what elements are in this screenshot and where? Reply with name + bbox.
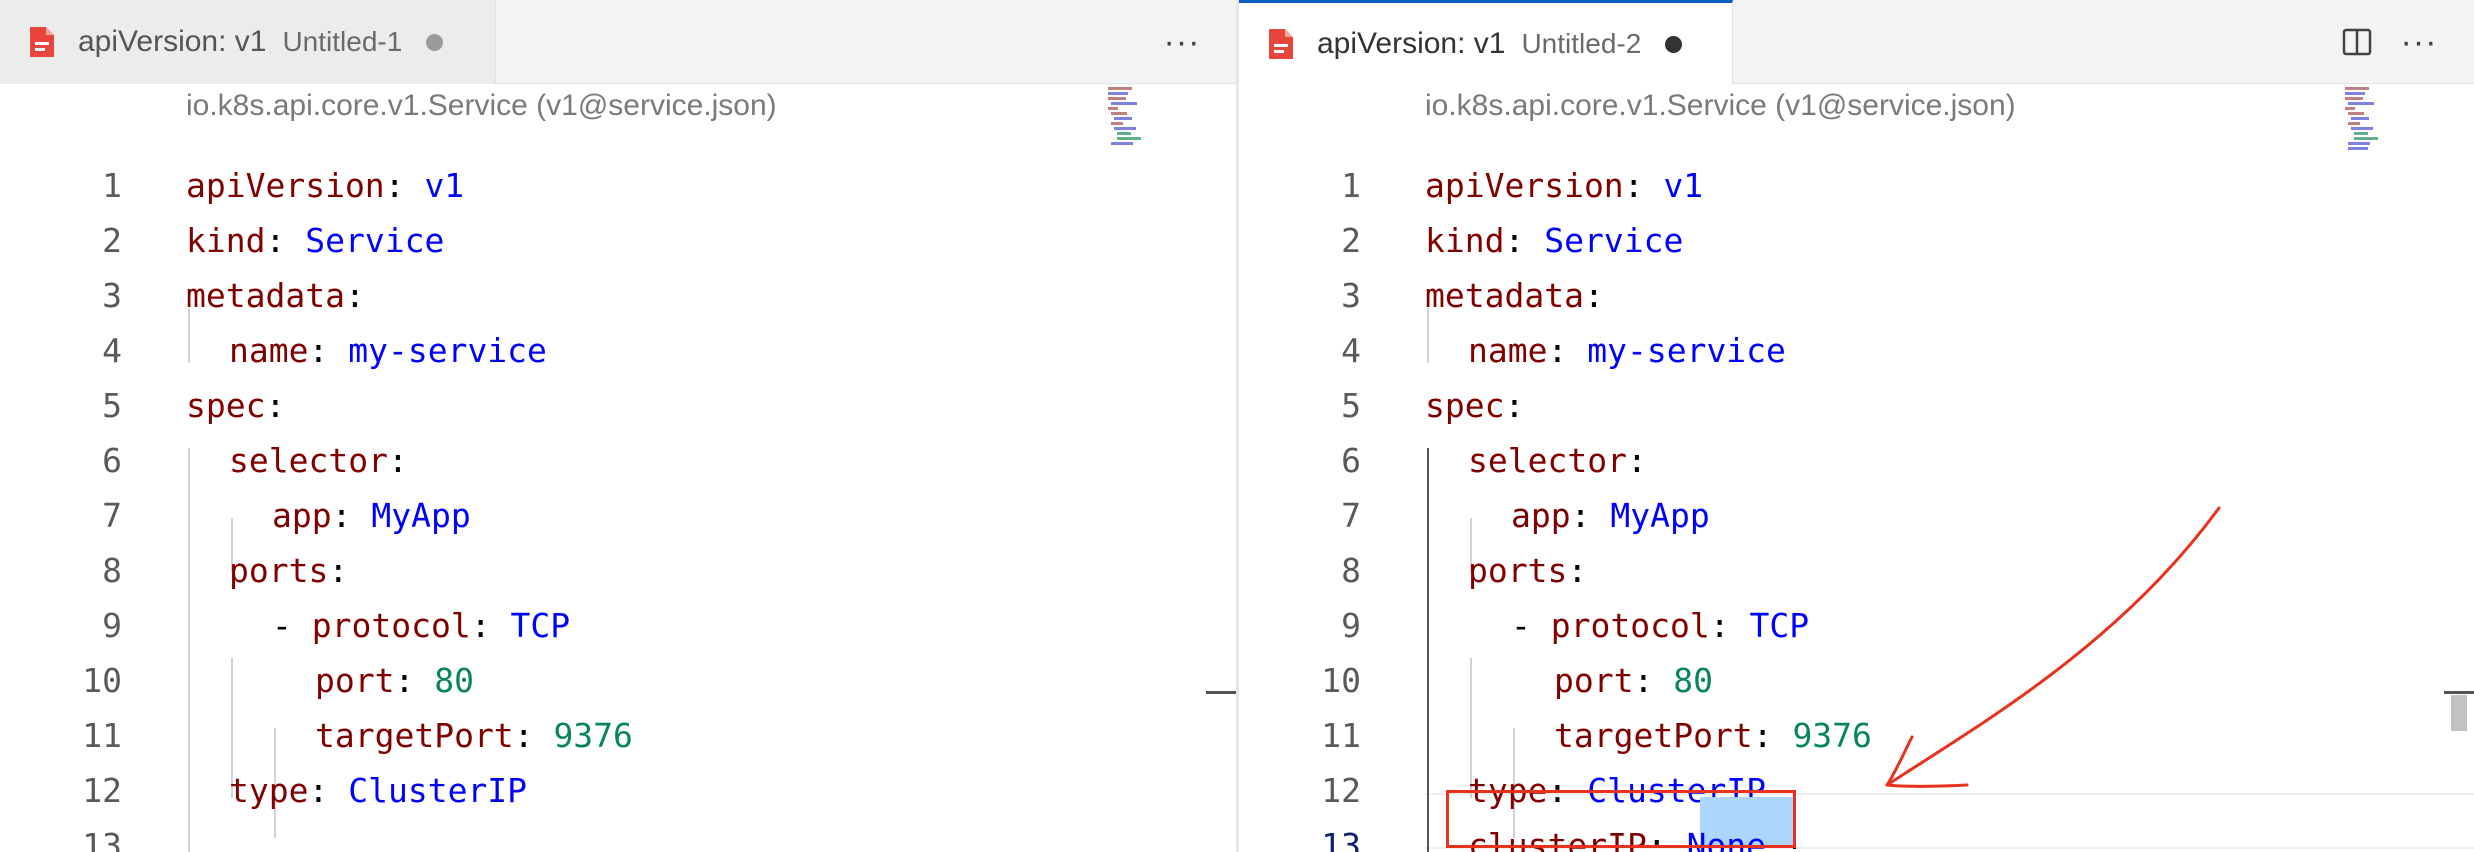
yaml-file-icon	[30, 27, 54, 57]
indent-guide	[231, 658, 233, 798]
indent-guide	[274, 728, 276, 838]
unsaved-dot-icon[interactable]	[1665, 35, 1683, 53]
current-line-highlight	[1425, 793, 2474, 849]
tab-untitled-2[interactable]: apiVersion: v1 Untitled-2	[1239, 0, 1733, 85]
schema-breadcrumb[interactable]: io.k8s.api.core.v1.Service (v1@service.j…	[186, 89, 777, 122]
schema-breadcrumb[interactable]: io.k8s.api.core.v1.Service (v1@service.j…	[1425, 89, 2016, 122]
tab-bar: apiVersion: v1 Untitled-1 ···	[0, 0, 1236, 84]
split-editor-icon[interactable]	[2335, 20, 2379, 64]
unsaved-dot-icon[interactable]	[426, 33, 444, 51]
editor-pane-right: apiVersion: v1 Untitled-2 ··· io.k8s.api…	[1239, 0, 2474, 852]
indent-guide	[1427, 308, 1429, 363]
annotation-highlight-box	[1446, 790, 1796, 848]
indent-guide	[188, 448, 190, 852]
yaml-file-icon	[1269, 29, 1293, 59]
tab-description: Untitled-1	[282, 26, 403, 57]
code-editor-right[interactable]: io.k8s.api.core.v1.Service (v1@service.j…	[1239, 85, 2474, 852]
more-actions-icon[interactable]: ···	[2400, 22, 2438, 61]
tab-untitled-1[interactable]: apiVersion: v1 Untitled-1	[0, 0, 496, 84]
indent-guide	[188, 308, 190, 363]
code-line[interactable]: 9- protocol: TCP	[1341, 606, 1810, 645]
indent-guide	[231, 518, 233, 573]
tab-title: apiVersion: v1	[1317, 27, 1506, 60]
active-indent-guide	[1427, 448, 1429, 852]
more-actions-icon[interactable]: ···	[1163, 22, 1201, 61]
code-line[interactable]: 13	[82, 826, 122, 852]
indent-guide	[1513, 728, 1515, 838]
code-editor-left[interactable]: io.k8s.api.core.v1.Service (v1@service.j…	[0, 85, 1236, 852]
scrollbar-cursor-marker	[1206, 691, 1236, 694]
indent-guide	[1470, 518, 1472, 573]
scrollbar-cursor-marker	[2444, 691, 2474, 694]
minimap[interactable]	[1108, 87, 1160, 147]
split-divider[interactable]	[1236, 0, 1239, 852]
tab-description: Untitled-2	[1521, 28, 1642, 59]
indent-guide	[1470, 658, 1472, 798]
scrollbar-thumb[interactable]	[2451, 695, 2467, 731]
minimap[interactable]	[2345, 87, 2397, 150]
code-line[interactable]: 9- protocol: TCP	[102, 606, 571, 645]
tab-title: apiVersion: v1	[78, 25, 267, 58]
tab-bar: apiVersion: v1 Untitled-2 ···	[1239, 0, 2474, 85]
editor-pane-left: apiVersion: v1 Untitled-1 ··· io.k8s.api…	[0, 0, 1236, 852]
word-highlight	[1700, 797, 1793, 845]
